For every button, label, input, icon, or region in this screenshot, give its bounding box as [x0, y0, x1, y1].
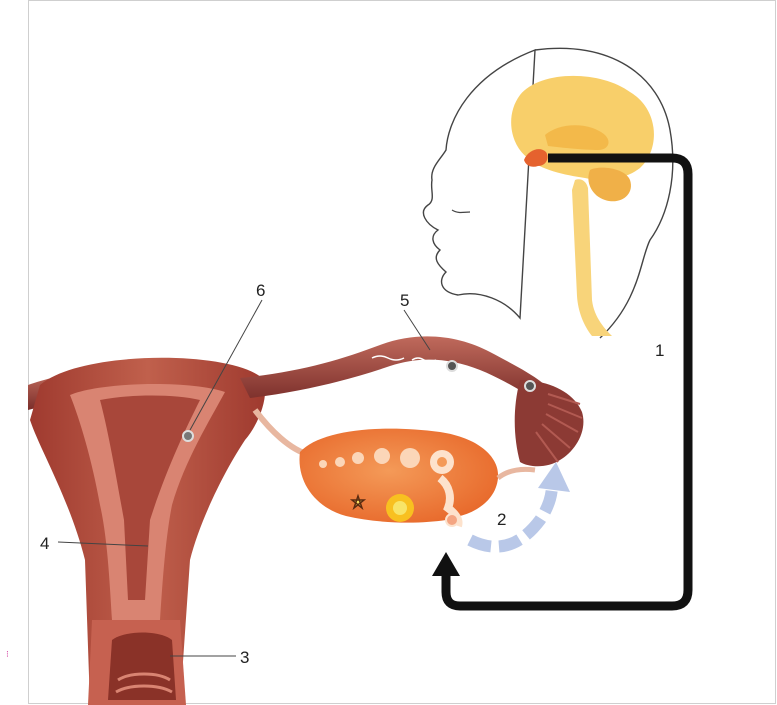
label-6: 6	[256, 281, 265, 300]
label-4: 4	[40, 534, 49, 553]
margin-mark: ⁝	[6, 650, 9, 659]
uterus	[28, 358, 310, 705]
brain	[511, 76, 654, 336]
label-2: 2	[497, 510, 506, 529]
arrowhead-1	[432, 552, 460, 576]
arrowhead-2	[538, 462, 570, 492]
label-5: 5	[400, 291, 409, 310]
label-3: 3	[240, 648, 249, 667]
label-1: 1	[655, 341, 664, 360]
